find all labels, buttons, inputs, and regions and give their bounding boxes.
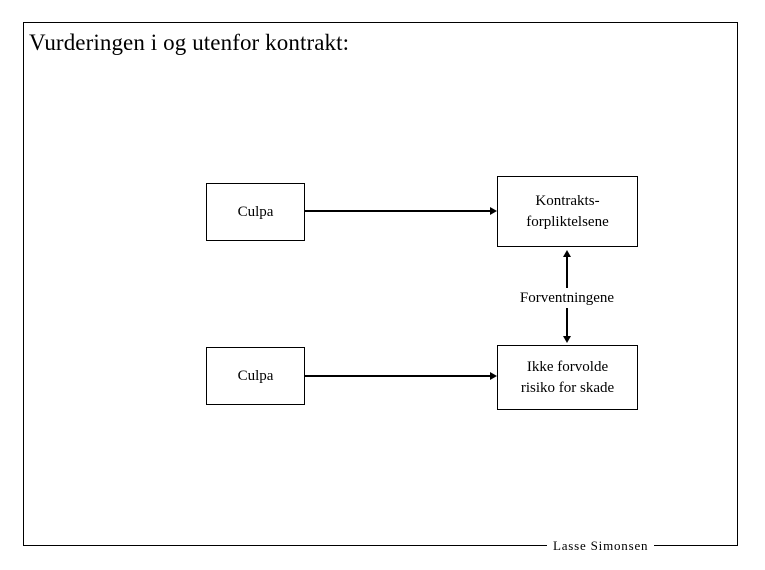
- node-culpa-bottom-label: Culpa: [237, 367, 274, 384]
- slide-frame: [23, 22, 738, 546]
- node-culpa-top[interactable]: Culpa: [206, 183, 305, 241]
- node-kontrakt-label-line2: forpliktelsene: [526, 213, 609, 230]
- node-ikke-forvolde-risiko[interactable]: Ikke forvolde risiko for skade: [497, 345, 638, 410]
- node-culpa-top-label: Culpa: [237, 203, 274, 220]
- footer-signature-text: Lasse Simonsen: [553, 538, 649, 553]
- edge-culpa-to-ikkeforvolde-arrowhead-icon: [490, 372, 497, 380]
- node-kontraktsforpliktelsene[interactable]: Kontrakts- forpliktelsene: [497, 176, 638, 247]
- edge-culpa-to-kontrakt-line: [305, 210, 491, 212]
- edge-forventningene-up-arrowhead-icon: [563, 250, 571, 257]
- edge-forventningene-down-arrowhead-icon: [563, 336, 571, 343]
- node-kontrakt-label-line1: Kontrakts-: [535, 192, 600, 209]
- edge-culpa-to-kontrakt-arrowhead-icon: [490, 207, 497, 215]
- page-title: Vurderingen i og utenfor kontrakt:: [29, 30, 350, 55]
- node-ikke-forvolde-label-line1: Ikke forvolde: [526, 358, 609, 375]
- edge-forventningene-down-line: [566, 308, 568, 337]
- edge-forventningene-up-line: [566, 256, 568, 288]
- edge-label-forventningene: Forventningene: [460, 289, 674, 307]
- footer-signature: Lasse Simonsen: [547, 536, 655, 556]
- edge-culpa-to-ikkeforvolde-line: [305, 375, 491, 377]
- node-ikke-forvolde-label-line2: risiko for skade: [520, 379, 615, 396]
- node-culpa-bottom[interactable]: Culpa: [206, 347, 305, 405]
